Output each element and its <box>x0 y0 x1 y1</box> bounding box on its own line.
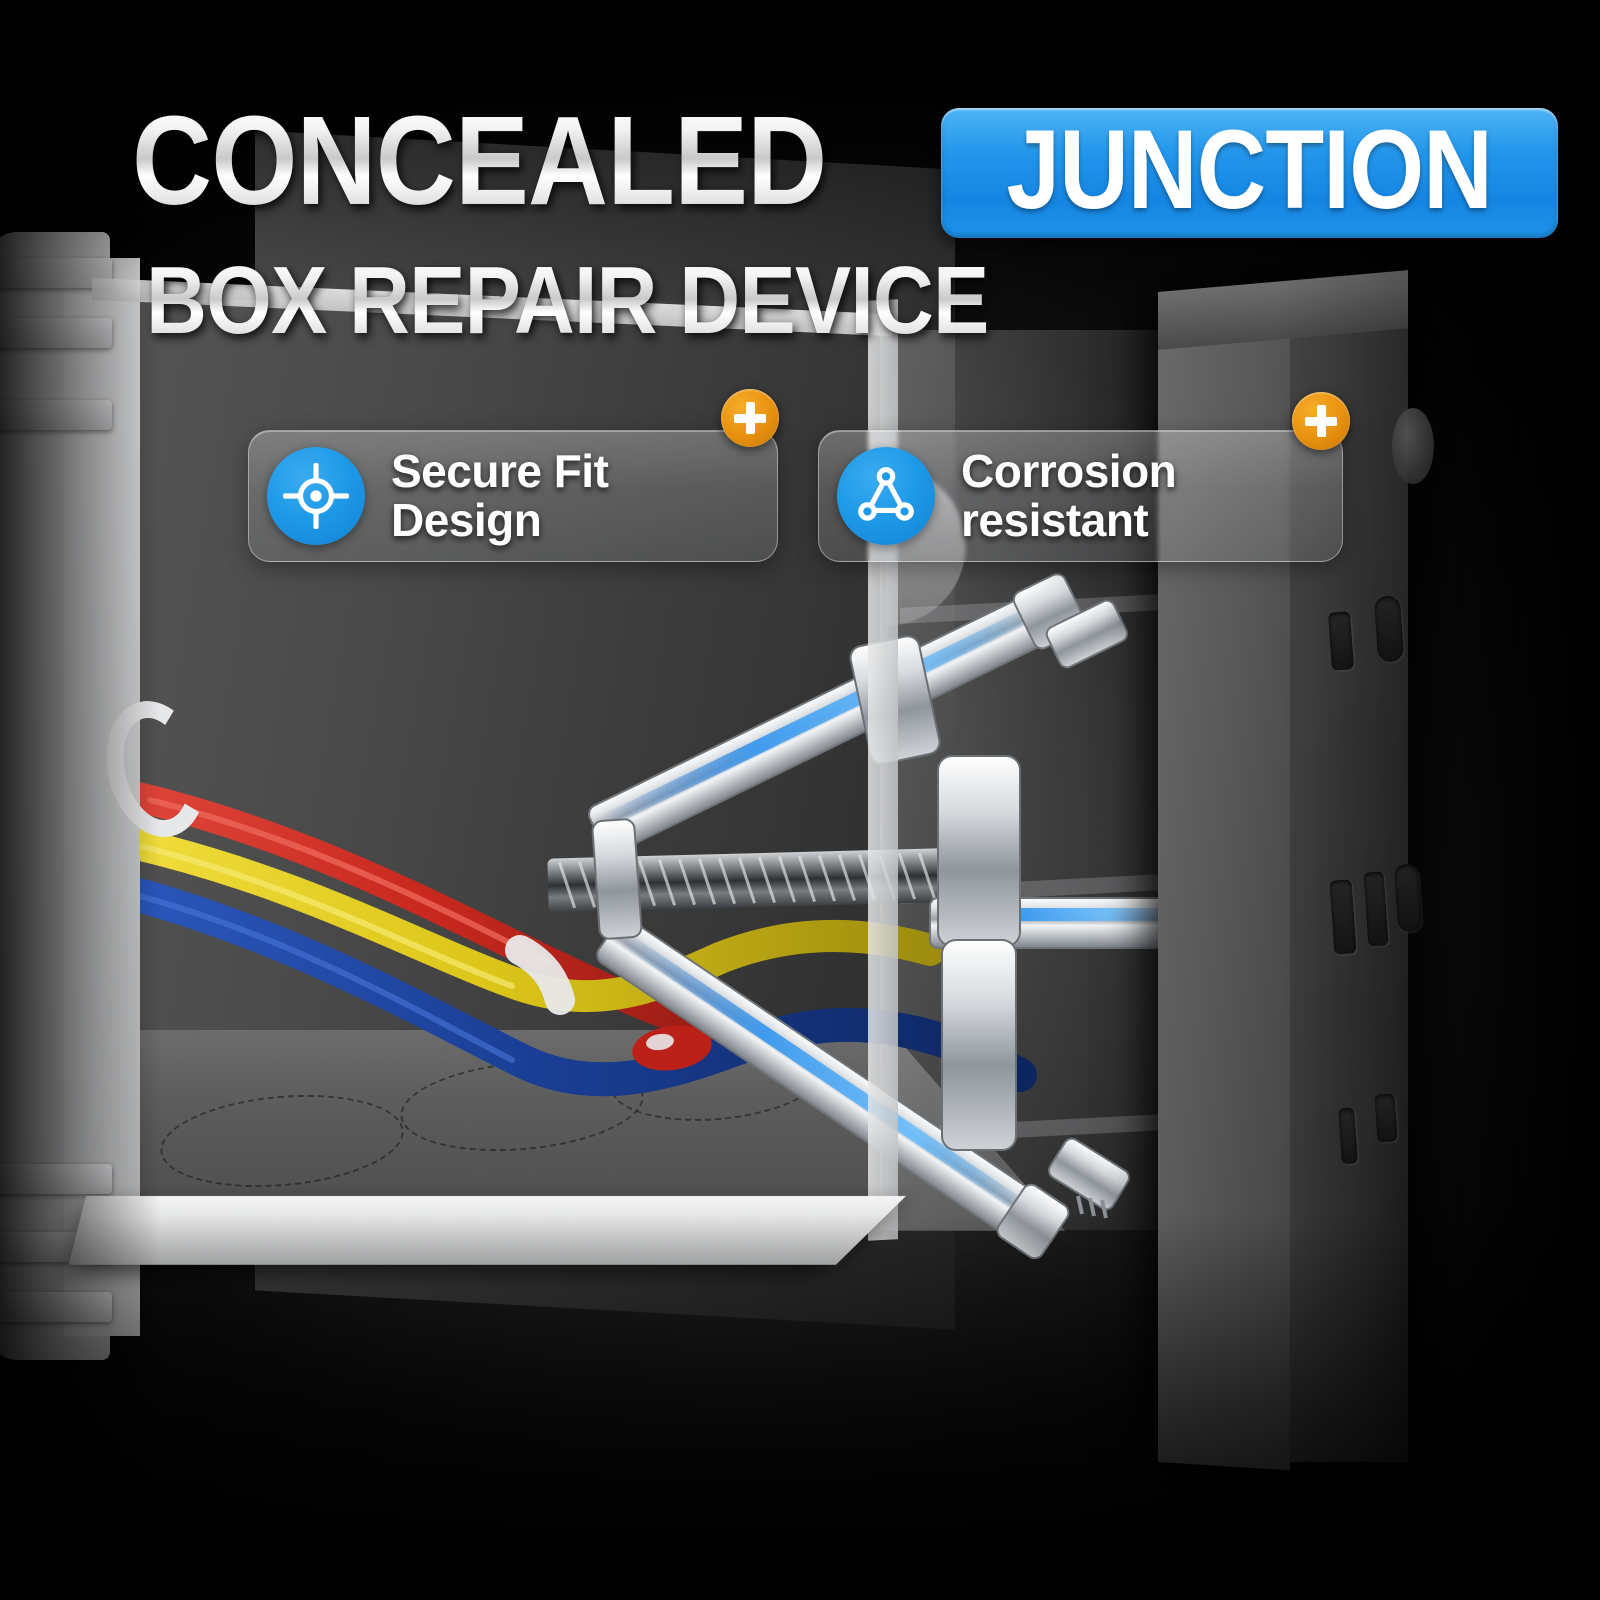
feature-label-corrosion-resistant: Corrosion resistant <box>961 445 1177 546</box>
triangle-nodes-icon <box>837 447 935 545</box>
junction-badge-label: JUNCTION <box>1006 107 1493 232</box>
crosshair-target-icon <box>267 447 365 545</box>
faceplate-boss <box>1392 408 1434 484</box>
box-mount-tab <box>0 1292 112 1322</box>
faceplate-slot <box>1393 863 1423 933</box>
headline-line-1: CONCEALED JUNCTION <box>132 90 1560 238</box>
plus-icon[interactable] <box>1292 392 1350 450</box>
feature-pill-corrosion-resistant[interactable]: Corrosion resistant <box>818 430 1343 562</box>
box-mount-tab <box>0 318 112 348</box>
feature-pill-secure-fit[interactable]: Secure Fit Design <box>248 430 778 562</box>
feature-label-secure-fit: Secure Fit Design <box>391 445 609 546</box>
box-mount-tab <box>0 400 112 430</box>
feature-label-line-1: Secure Fit <box>391 445 609 498</box>
junction-badge: JUNCTION <box>941 107 1558 238</box>
feature-label-line-1: Corrosion <box>961 445 1177 498</box>
headline-concealed: CONCEALED <box>132 90 827 231</box>
faceplate-slot <box>1374 1093 1398 1143</box>
faceplate-slot <box>1373 595 1405 663</box>
headline-line-2: BOX REPAIR DEVICE <box>146 253 1103 349</box>
faceplate-slot <box>1328 611 1354 671</box>
feature-label-line-2: Design <box>391 494 542 546</box>
box-mount-tab <box>0 1164 112 1194</box>
feature-label-line-2: resistant <box>961 494 1149 546</box>
plus-icon[interactable] <box>721 389 779 447</box>
box-rim-bottom <box>68 1196 906 1265</box>
headline-subtitle: BOX REPAIR DEVICE <box>146 247 989 354</box>
